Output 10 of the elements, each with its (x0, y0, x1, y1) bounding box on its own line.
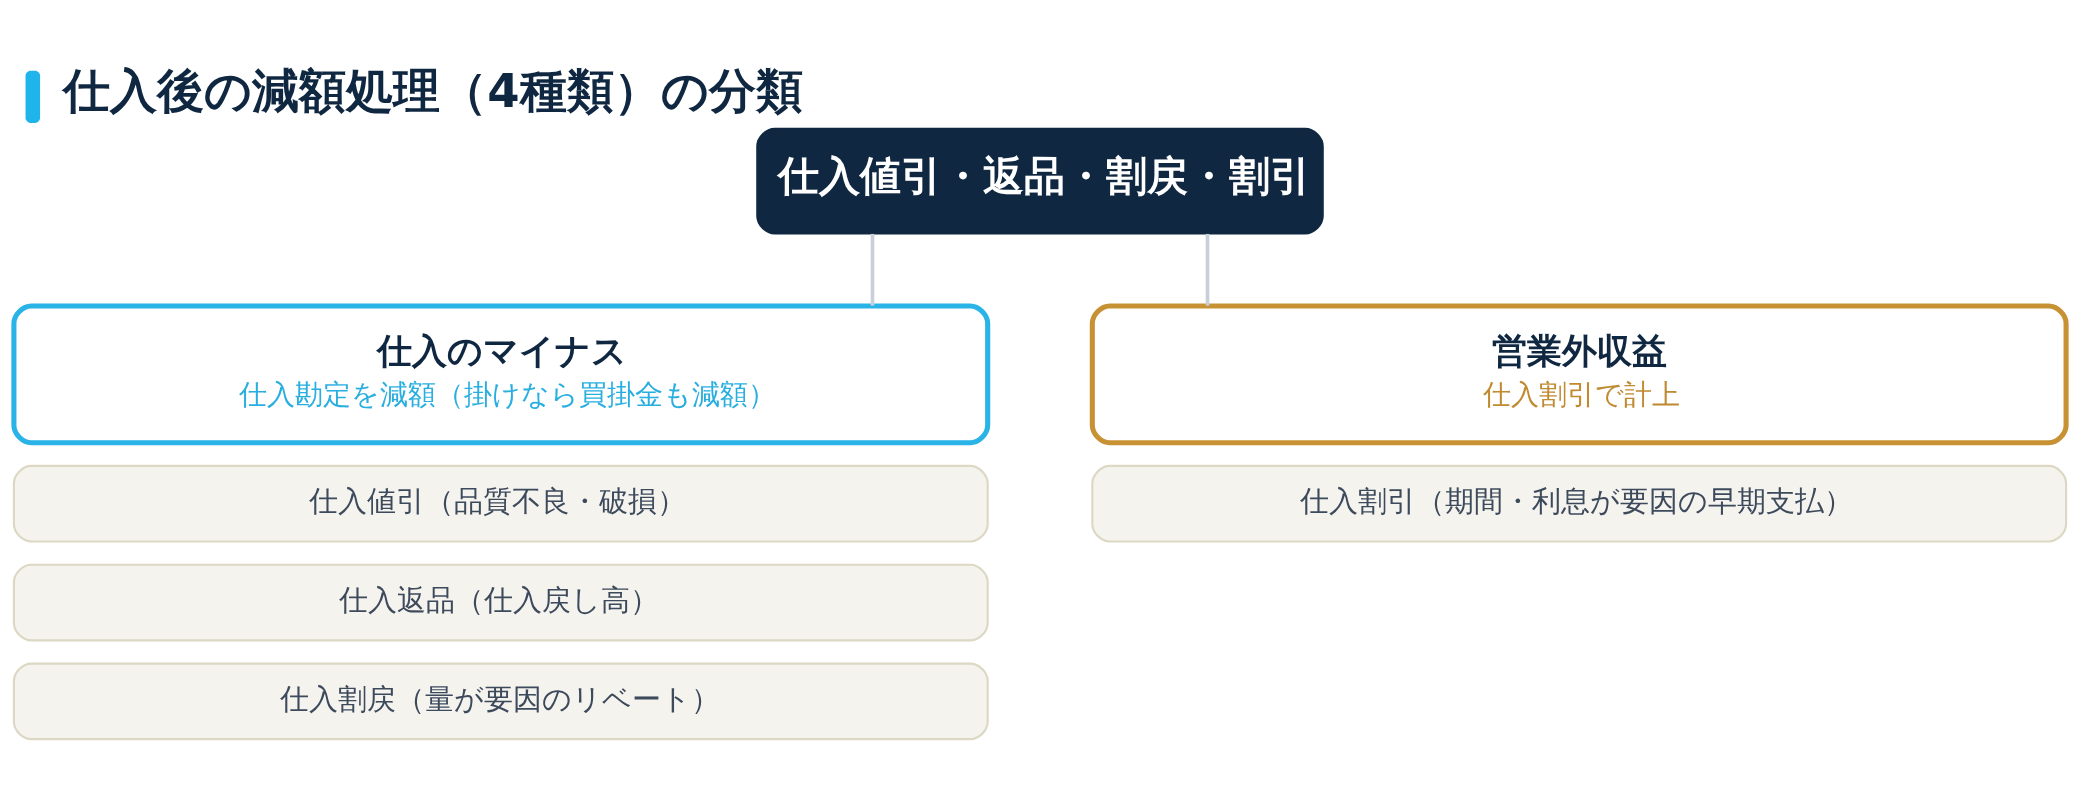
node-box: 仕入割戻（量が要因のリベート） (12, 662, 989, 741)
node-box: 仕入割引（期間・利息が要因の早期支払） (1091, 464, 2068, 543)
connector (1205, 233, 1210, 306)
node-box: 仕入のマイナス 仕入勘定を減額（掛けなら買掛金も減額） (11, 303, 991, 446)
node-box: 仕入値引・返品・割戻・割引 (756, 127, 1324, 235)
diagram-title: 仕入後の減額処理（4種類）の分類 (63, 64, 803, 119)
connector (870, 233, 875, 306)
node-box: 仕入値引（品質不良・破損） (12, 464, 989, 543)
node-box: 仕入返品（仕入戻し高） (12, 563, 989, 642)
node-box: 営業外収益 仕入割引で計上 (1089, 303, 2069, 446)
